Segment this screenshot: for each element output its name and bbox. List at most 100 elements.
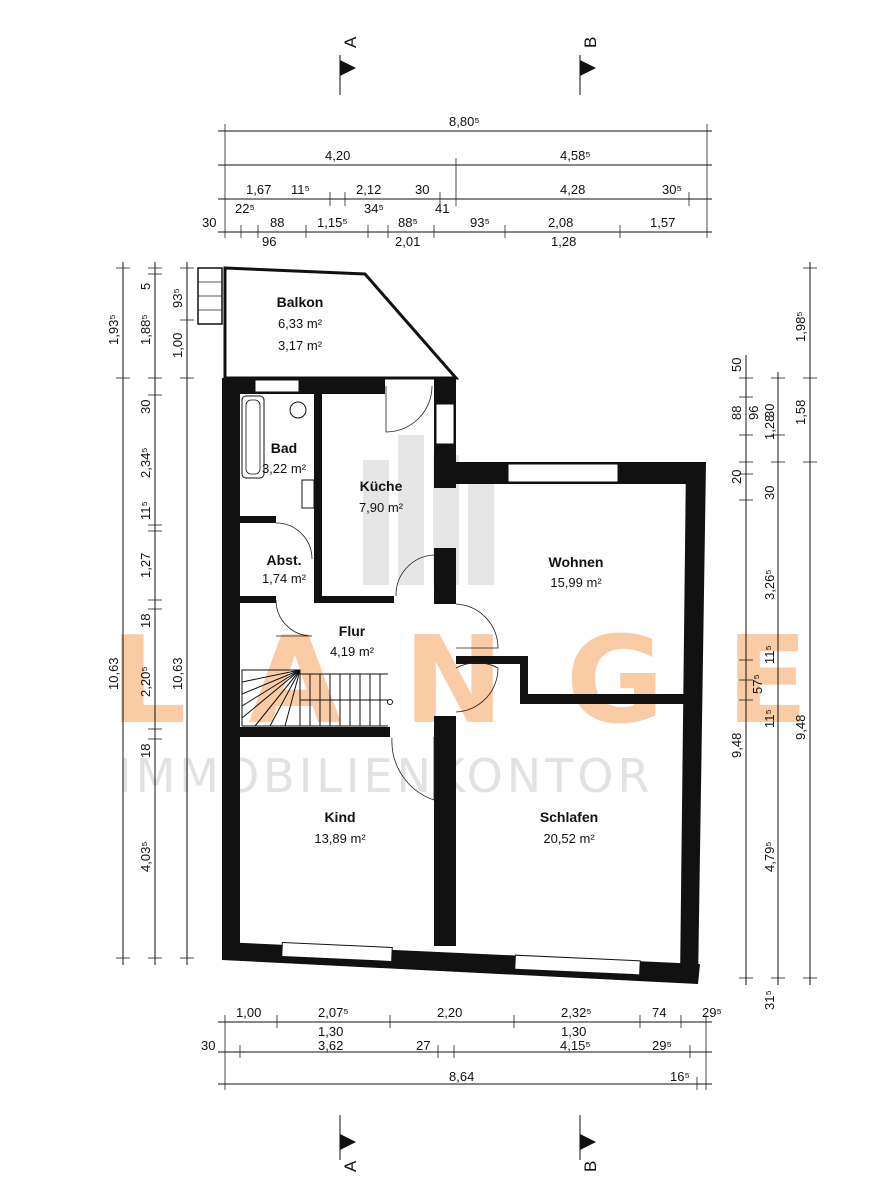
dim-bottom-row2-2: 3,62	[318, 1038, 343, 1053]
wall-east	[680, 462, 706, 982]
room-wohnen-name: Wohnen	[549, 554, 604, 570]
section-b-top-label: B	[581, 37, 600, 48]
dim-left-mid-5: 11⁵	[138, 501, 153, 520]
dim-right-inner-10: 4,79⁵	[762, 841, 777, 872]
dim-bottom-row1b-2: 1,30	[561, 1024, 586, 1039]
room-wohnen-area: 15,99 m²	[550, 575, 602, 590]
window-schlafen	[514, 954, 641, 976]
wall-stair-kind	[240, 727, 390, 737]
door-bath-icon	[275, 522, 313, 560]
dim-left-mid-4: 2,34⁵	[138, 447, 153, 478]
section-a-bottom-label: A	[341, 1160, 360, 1172]
dim-right-inner-7: 11⁵	[762, 645, 777, 664]
wall-west	[222, 378, 240, 958]
dim-bottom-row1-1: 1,00	[236, 1005, 261, 1020]
dim-right-outer-1: 1,98⁵	[793, 311, 808, 342]
dim-top-row5-3: 1,28	[551, 234, 576, 249]
windows	[254, 379, 641, 976]
watermark-subtitle: IMMOBILIENKONTOR	[118, 749, 653, 803]
dim-top-row4a-1: 22⁵	[235, 201, 255, 216]
section-a-top-label: A	[341, 36, 360, 48]
door-balcony-icon	[385, 385, 433, 433]
window-kind	[281, 941, 393, 963]
dim-left-mid-3: 30	[138, 400, 153, 414]
room-kind-name: Kind	[324, 809, 355, 825]
dim-top-row4-3: 1,15⁵	[317, 215, 348, 230]
dim-top-row4a-3: 41	[435, 201, 449, 216]
dim-bottom-row1-4: 2,32⁵	[561, 1005, 592, 1020]
doors	[275, 385, 499, 801]
dim-bottom-row2-4: 4,15⁵	[560, 1038, 591, 1053]
dim-left-mid-7: 18	[138, 614, 153, 628]
room-balkon-area2: 3,17 m²	[278, 338, 323, 353]
dim-left-mid-8: 2,20⁵	[138, 666, 153, 697]
room-bad-name: Bad	[271, 440, 297, 456]
door-kind-icon	[391, 737, 435, 801]
section-b-top-arrow-icon	[580, 60, 596, 76]
dim-right-outer-2: 1,58	[793, 400, 808, 425]
dim-top-row3-5: 4,28	[560, 182, 585, 197]
room-schlafen-area: 20,52 m²	[543, 831, 595, 846]
window-bath	[254, 379, 300, 393]
door-abst-icon	[275, 599, 313, 637]
dim-left-mid-1: 5	[138, 283, 153, 290]
dim-top-row3-3: 2,12	[356, 182, 381, 197]
dim-left-outer-1: 1,93⁵	[106, 314, 121, 345]
room-balkon-area1: 6,33 m²	[278, 316, 323, 331]
wall-bath-kitchen	[314, 394, 322, 599]
dim-top-row4-6: 2,08	[548, 215, 573, 230]
dim-bottom-row3-2: 16⁵	[670, 1069, 690, 1084]
dim-left-mid-2: 1,88⁵	[138, 314, 153, 345]
wall-abst-flur	[240, 596, 276, 603]
dim-top-total: 8,80⁵	[449, 114, 480, 129]
dim-left-mid-9: 18	[138, 744, 153, 758]
section-markers: A B A B	[339, 36, 600, 1172]
room-bad-area: 3,22 m²	[262, 461, 307, 476]
door-kitchen-icon	[395, 554, 435, 597]
dim-bottom-row2-3: 27	[416, 1038, 430, 1053]
dim-left-outer-2: 10,63	[106, 657, 121, 690]
dim-right-inner-1: 50	[729, 358, 744, 372]
dim-top-row4-5: 93⁵	[470, 215, 490, 230]
dim-right-inner-11: 9,48	[729, 733, 744, 758]
wall-kitchen-flur	[314, 596, 394, 603]
staircase-icon	[241, 669, 393, 727]
section-b-bottom-arrow-icon	[580, 1134, 596, 1150]
dim-top-row5-1: 96	[262, 234, 276, 249]
dim-left-inner-2: 1,00	[170, 333, 185, 358]
dim-bottom-row3-1: 8,64	[449, 1069, 474, 1084]
dim-right-inner-4: 20	[729, 470, 744, 484]
wall-kind-schlafen	[434, 716, 456, 946]
dim-right-inner-6: 3,26⁵	[762, 569, 777, 600]
dim-bottom-row2-5: 29⁵	[652, 1038, 672, 1053]
dim-top-row3-1: 1,67	[246, 182, 271, 197]
section-b-bottom-label: B	[581, 1161, 600, 1172]
fixtures	[241, 395, 393, 727]
dim-right-inner-12: 31⁵	[762, 990, 777, 1010]
dim-top-row4-7: 1,57	[650, 215, 675, 230]
dim-right-inner-3: 96	[746, 406, 761, 420]
dim-right-inner-8: 57⁵	[750, 674, 765, 694]
dim-top-row4-4: 88⁵	[398, 215, 418, 230]
section-a-top-arrow-icon	[340, 60, 356, 76]
sink-icon	[301, 479, 315, 509]
dim-top-row3-6: 30⁵	[662, 182, 682, 197]
dim-bottom-row1-2: 2,07⁵	[318, 1005, 349, 1020]
room-balkon-name: Balkon	[277, 294, 324, 310]
dim-right-inner-9: 11⁵	[762, 709, 777, 728]
room-abst-name: Abst.	[267, 552, 302, 568]
dim-right-mid-2: 30	[762, 404, 777, 418]
dim-right-inner-2: 88	[729, 406, 744, 420]
toilet-icon	[289, 401, 307, 419]
wall-bath-abst	[240, 516, 276, 523]
dim-left-mid-6: 1,27	[138, 553, 153, 578]
dim-top-row2-2: 4,58⁵	[560, 148, 591, 163]
dim-bottom-row1-6: 29⁵	[702, 1005, 722, 1020]
dim-left-inner-3: 10,63	[170, 657, 185, 690]
room-flur-name: Flur	[339, 623, 366, 639]
dim-top-row3-2: 11⁵	[291, 182, 310, 197]
window-wohnen	[507, 463, 619, 483]
room-flur-area: 4,19 m²	[330, 644, 375, 659]
dim-left-mid-10: 4,03⁵	[138, 841, 153, 872]
